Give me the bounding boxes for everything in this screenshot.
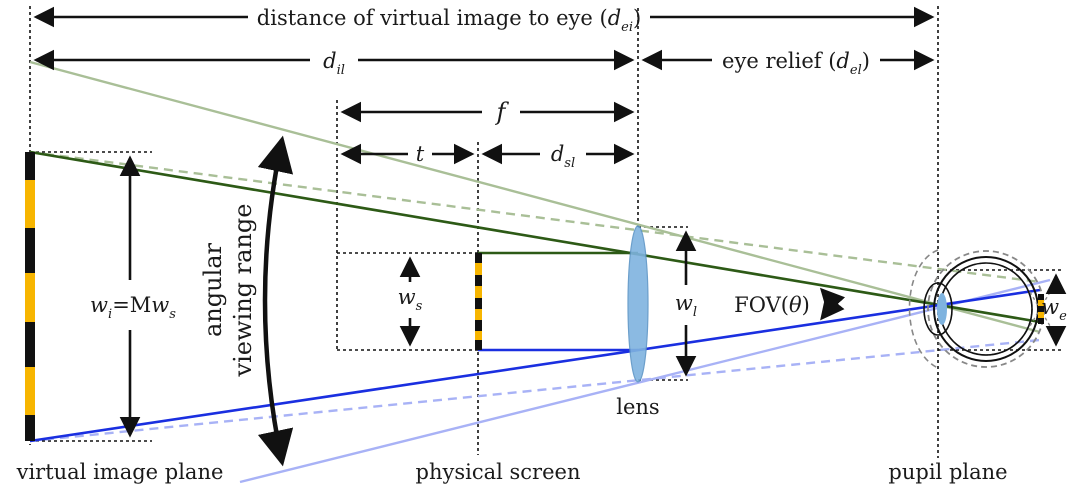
t-label: t [416,142,425,166]
pupil-plane-label: pupil plane [888,460,1007,484]
dimension-arrows [33,6,1067,467]
labels: distance of virtual image to eye (dei) d… [16,6,1068,484]
angular-range-arc [257,135,294,467]
light-blue-ray [239,278,1051,484]
angular-range-label: angular viewing range [199,204,257,378]
light-green-dashed-ray [29,150,1041,284]
lens-label: lens [616,395,659,419]
light-green-ray [29,60,1041,334]
eye-relief-label: eye relief (del) [722,49,870,78]
lens-icon [627,225,649,383]
fov-label: FOV(θ) [734,293,810,317]
green-chief-ray [29,150,1041,324]
wi-equation-label: wi=Mws [90,293,176,322]
physical-screen-label: physical screen [416,460,581,484]
f-label: f [495,98,510,126]
eye-icon [908,249,1051,369]
rotation-arrow-icon [819,287,846,321]
blue-chief-ray [29,288,1041,443]
d-il-label: dil [323,49,345,78]
we-label: we [1041,295,1067,324]
virtual-image-plane-label: virtual image plane [16,460,224,484]
ws-label: ws [398,285,423,314]
light-rays [29,60,1051,484]
light-blue-dashed-ray [29,338,1041,443]
top-dimension-label: distance of virtual image to eye (dei) [257,6,641,35]
d-sl-label: dsl [551,142,575,171]
wl-label: wl [675,291,697,320]
angular-label-line2: viewing range [229,204,257,378]
virtual-image-bar [25,152,35,441]
angular-label-line1: angular [199,242,227,337]
physical-screen-bar [475,253,482,350]
